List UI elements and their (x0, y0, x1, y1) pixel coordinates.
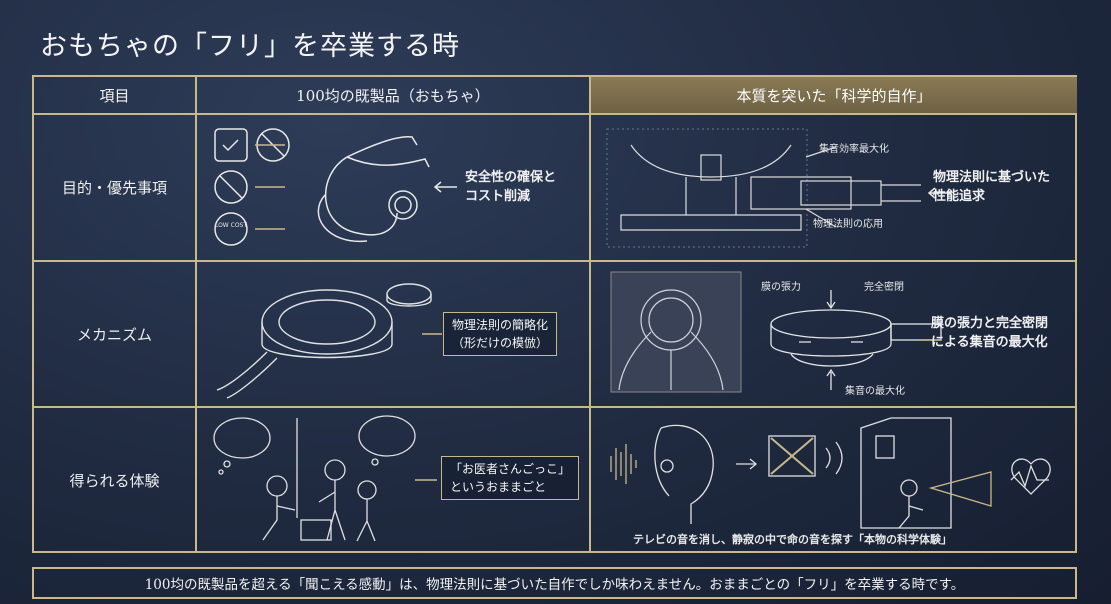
toy-experience-cell: 「お医者さんごっこ」 というおままごと (197, 408, 591, 553)
comparison-table: 項目 100均の既製品（おもちゃ） 本質を突いた「科学的自作」 目的・優先事項 (32, 75, 1077, 553)
membrane-seal-illustration (610, 271, 942, 393)
svg-text:LOW COST: LOW COST (215, 222, 247, 229)
toy-purpose-note-line1: 安全性の確保と (465, 170, 557, 185)
sci-purpose-note-line2: 性能追求 (933, 189, 986, 204)
page-title: おもちゃの「フリ」を卒業する時 (40, 31, 460, 62)
science-mechanism-cell: 膜の張力 完全密閉 集音の最大化 膜の張力と完全密閉 による集音の最大化 (591, 262, 1075, 406)
row-experience: 得られる体験 (34, 408, 1075, 553)
children-playing-illustration (213, 415, 437, 542)
row-label: メカニズム (34, 262, 197, 406)
toy-purpose-note-line2: コスト削減 (465, 189, 531, 204)
chestpiece-blueprint-illustration (606, 128, 951, 248)
row-label: 得られる体験 (34, 408, 197, 553)
toy-experience-note-line2: というおままごと (450, 480, 547, 494)
sci-purpose-note-line1: 物理法則に基づいた (933, 170, 1051, 185)
row-mechanism: メカニズム 物理法則の簡略化 （形だけの模倣） (34, 262, 1075, 408)
toy-purpose-cell: LOW COST 安全性の確保と コスト削減 (197, 115, 591, 260)
science-purpose-cell: 集音効率最大化 物理法則の応用 物理法則に基づいた 性能追求 (591, 115, 1075, 260)
header-science: 本質を突いた「科学的自作」 (591, 77, 1077, 115)
sci-label-efficiency: 集音効率最大化 (819, 144, 889, 155)
toy-chestpiece-illustration (216, 283, 442, 399)
toy-stethoscope-illustration: LOW COST (214, 128, 457, 246)
row-purpose: 目的・優先事項 (34, 115, 1075, 262)
sci-label-physics: 物理法則の応用 (813, 219, 883, 230)
toy-experience-note-line1: 「お医者さんごっこ」 (450, 462, 571, 476)
toy-mechanism-note-line1: 物理法則の簡略化 (452, 318, 549, 332)
footer-summary: 100均の既製品を超える「聞こえる感動」は、物理法則に基づいた自作でしか味わえま… (32, 567, 1077, 599)
header-item: 項目 (34, 77, 197, 115)
no-child-icon (214, 170, 248, 204)
row-label: 目的・優先事項 (34, 115, 197, 260)
sci-mechanism-note-line2: による集音の最大化 (931, 335, 1048, 350)
sci-mechanism-note-line1: 膜の張力と完全密閉 (931, 316, 1049, 331)
sci-experience-caption: テレビの音を消し、静寂の中で命の音を探す「本物の科学体験」 (633, 533, 952, 546)
low-cost-icon (214, 212, 248, 246)
shield-check-icon (214, 128, 248, 162)
header-toy: 100均の既製品（おもちゃ） (197, 77, 591, 115)
toy-mechanism-cell: 物理法則の簡略化 （形だけの模倣） (197, 262, 591, 406)
sci-label-amplify: 集音の最大化 (845, 386, 905, 397)
sci-label-tension: 膜の張力 (761, 282, 801, 293)
toy-mechanism-note-line2: （形だけの模倣） (452, 336, 549, 350)
listening-scene-illustration (610, 417, 1051, 529)
science-experience-cell: テレビの音を消し、静寂の中で命の音を探す「本物の科学体験」 (591, 408, 1075, 553)
sci-label-seal: 完全密閉 (864, 282, 904, 293)
